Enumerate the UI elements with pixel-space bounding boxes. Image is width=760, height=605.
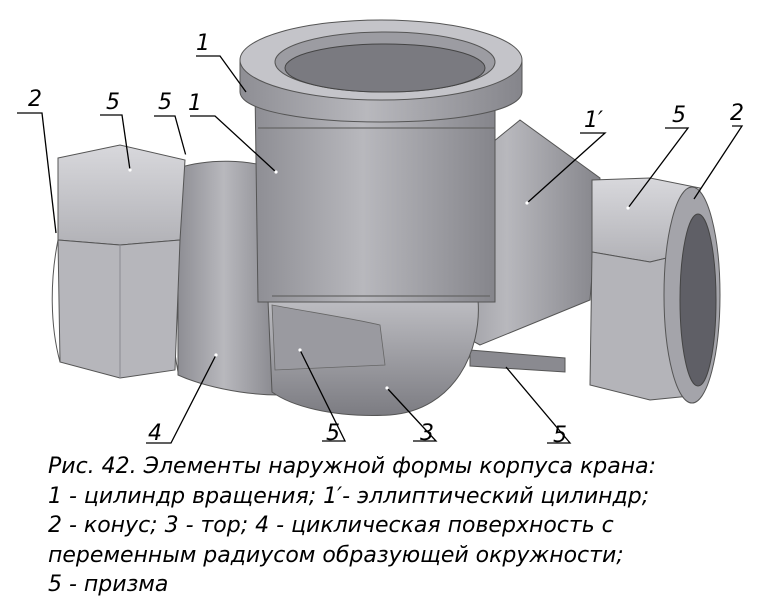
label-1-side: 1 <box>188 91 202 116</box>
label-3: 3 <box>420 421 434 446</box>
right-bore <box>679 213 717 387</box>
left-hex-nut <box>51 144 186 379</box>
leader-dots <box>128 154 630 390</box>
bottom-prism-rib <box>469 349 566 373</box>
label-1-prime: 1′ <box>584 108 603 133</box>
leader-lines <box>17 55 744 444</box>
label-4: 4 <box>148 421 162 446</box>
caption-line: 5 - призма <box>48 572 169 597</box>
caption-line: 2 - конус; 3 - тор; 4 - циклическая пове… <box>48 513 614 538</box>
label-2-left: 2 <box>28 87 42 112</box>
label-5-left-b: 5 <box>158 90 172 115</box>
caption-line: переменным радиусом образующей окружност… <box>48 542 624 568</box>
caption-line: 1 - цилиндр вращения; 1′- эллиптический … <box>48 483 650 509</box>
valve-body-drawing: 1 1 1′ 2 2 5 5 5 4 5 3 5 <box>17 19 744 448</box>
label-2-right: 2 <box>730 101 744 126</box>
label-5-right: 5 <box>672 103 686 128</box>
label-1-top: 1 <box>196 31 210 56</box>
caption-line: Рис. 42. Элементы наружной формы корпуса… <box>48 454 656 479</box>
top-bore <box>284 43 486 93</box>
figure-caption: Рис. 42. Элементы наружной формы корпуса… <box>48 452 753 600</box>
label-5-left-a: 5 <box>106 90 120 115</box>
label-5-bottom-b: 5 <box>553 423 567 448</box>
label-5-bottom-a: 5 <box>326 421 340 446</box>
torus-prism-face <box>271 304 386 371</box>
right-hex-nut <box>589 177 721 404</box>
